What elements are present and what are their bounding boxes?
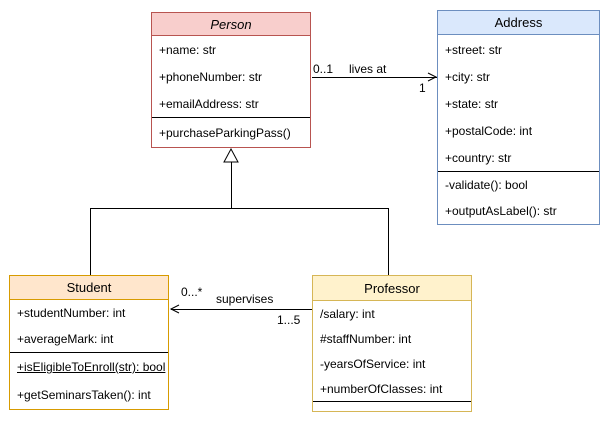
- class-professor-methods-empty: [313, 401, 471, 411]
- attribute-row: +phoneNumber: str: [159, 69, 263, 84]
- static-method-row: +isEligibleToEnroll(str): bool: [17, 360, 166, 374]
- open-arrowhead-right-icon: [427, 72, 438, 82]
- class-student-attributes: +studentNumber: int +averageMark: int: [10, 300, 168, 352]
- attribute-row: +name: str: [159, 42, 217, 57]
- class-address-attributes: +street: str +city: str +state: str +pos…: [438, 35, 599, 171]
- supervises-label: supervises: [216, 292, 274, 306]
- supervises-student-multiplicity: 0...*: [181, 285, 203, 299]
- class-professor-title: Professor: [313, 276, 471, 301]
- attribute-row: +emailAddress: str: [159, 96, 259, 111]
- class-address-methods: -validate(): bool +outputAsLabel(): str: [438, 171, 599, 224]
- hollow-triangle-arrowhead-icon: [223, 148, 239, 163]
- lives-at-association-line[interactable]: [312, 77, 437, 78]
- attribute-row: +state: str: [445, 96, 499, 111]
- class-person-title: Person: [152, 13, 310, 36]
- attribute-row: +street: str: [445, 42, 503, 57]
- class-person-methods: +purchaseParkingPass(): [152, 117, 310, 147]
- generalization-horizontal-line[interactable]: [90, 208, 388, 209]
- attribute-row: +averageMark: int: [17, 332, 114, 346]
- lives-at-address-multiplicity: 1: [419, 81, 426, 95]
- attribute-row: +country: str: [445, 150, 512, 165]
- attribute-row: +numberOfClasses: int: [320, 381, 443, 396]
- open-arrowhead-left-icon: [169, 304, 180, 314]
- class-person-attributes: +name: str +phoneNumber: str +emailAddre…: [152, 36, 310, 117]
- class-student-title: Student: [10, 276, 168, 300]
- attribute-row: /salary: int: [320, 306, 375, 321]
- class-address-title: Address: [438, 11, 599, 35]
- lives-at-label: lives at: [349, 62, 387, 76]
- attribute-row: +postalCode: int: [445, 123, 533, 138]
- attribute-row: +studentNumber: int: [17, 306, 126, 320]
- method-row: -validate(): bool: [445, 178, 528, 192]
- method-row: +getSeminarsTaken(): int: [17, 388, 151, 402]
- class-student-methods: +isEligibleToEnroll(str): bool +getSemin…: [10, 352, 168, 409]
- generalization-stem-line[interactable]: [231, 162, 232, 208]
- generalization-student-branch-line[interactable]: [90, 208, 91, 275]
- class-student[interactable]: Student +studentNumber: int +averageMark…: [9, 275, 169, 410]
- lives-at-person-multiplicity: 0..1: [313, 62, 334, 76]
- class-professor-attributes: /salary: int #staffNumber: int -yearsOfS…: [313, 301, 471, 401]
- supervises-association-line[interactable]: [171, 309, 312, 310]
- method-row: +purchaseParkingPass(): [159, 125, 291, 140]
- attribute-row: +city: str: [445, 69, 491, 84]
- class-person[interactable]: Person +name: str +phoneNumber: str +ema…: [151, 12, 311, 148]
- attribute-row: #staffNumber: int: [320, 331, 412, 346]
- class-professor[interactable]: Professor /salary: int #staffNumber: int…: [312, 275, 472, 412]
- method-row: +outputAsLabel(): str: [445, 204, 557, 218]
- supervises-professor-multiplicity: 1...5: [277, 313, 301, 327]
- class-address[interactable]: Address +street: str +city: str +state: …: [437, 10, 600, 225]
- attribute-row: -yearsOfService: int: [320, 356, 426, 371]
- generalization-professor-branch-line[interactable]: [388, 208, 389, 275]
